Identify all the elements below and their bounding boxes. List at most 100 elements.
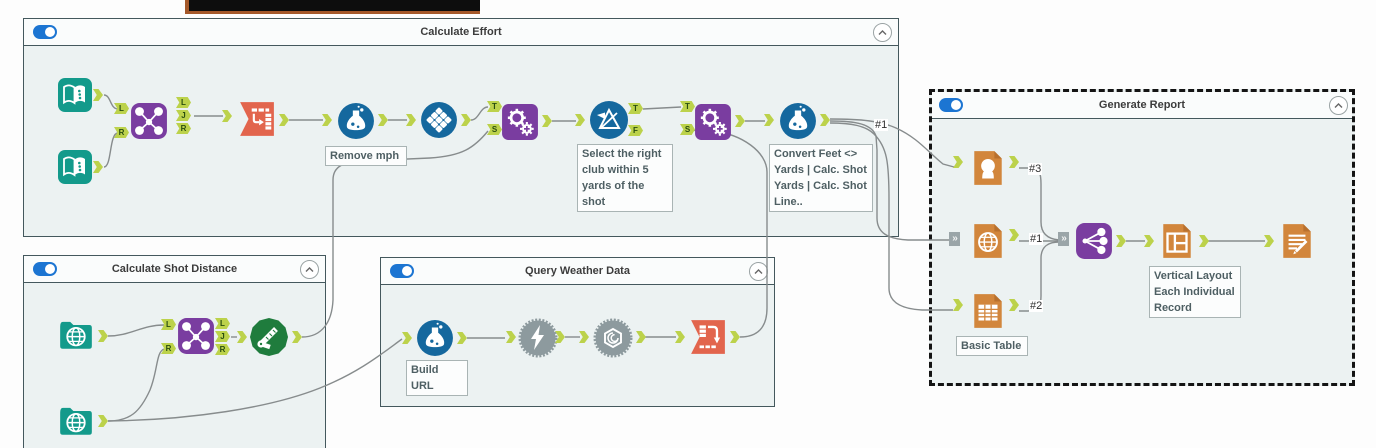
output-anchor[interactable] <box>461 114 471 126</box>
output-anchor-J[interactable]: J <box>215 331 230 342</box>
output-anchor[interactable] <box>636 331 646 343</box>
output-anchor[interactable] <box>457 332 467 344</box>
container-header[interactable]: Generate Report <box>932 92 1352 119</box>
formula-tool-build-url[interactable] <box>416 319 454 357</box>
folder-input-tool-2[interactable] <box>57 401 95 439</box>
macro-tool-2[interactable] <box>694 103 732 141</box>
join-tool-2[interactable] <box>177 317 215 355</box>
filter-tool[interactable] <box>589 100 629 140</box>
enable-toggle[interactable] <box>390 264 414 278</box>
output-anchor[interactable] <box>93 89 103 101</box>
output-anchor[interactable] <box>292 331 302 343</box>
collapse-button[interactable] <box>749 262 768 281</box>
parser-macro-tool[interactable] <box>593 318 633 358</box>
output-anchor[interactable] <box>1116 235 1126 247</box>
input-anchor-L[interactable]: L <box>114 103 129 114</box>
layout-tool[interactable] <box>1158 222 1196 260</box>
input-anchor[interactable] <box>1264 235 1274 247</box>
input-anchor[interactable] <box>575 114 585 126</box>
annotation-remove-mph[interactable]: Remove mph <box>325 146 407 166</box>
output-anchor[interactable] <box>730 331 740 343</box>
container-header[interactable]: Query Weather Data <box>381 258 774 285</box>
annotation-select-club[interactable]: Select the right club within 5 yards of … <box>577 144 673 212</box>
collapse-button[interactable] <box>873 23 892 42</box>
container-title: Calculate Effort <box>420 26 502 38</box>
basic-table-tool[interactable] <box>969 292 1007 330</box>
output-anchor-F[interactable]: F <box>628 125 643 136</box>
multi-input-anchor[interactable]: » <box>949 232 960 246</box>
input-anchor[interactable] <box>953 156 963 168</box>
input-anchor-R[interactable]: R <box>114 127 129 138</box>
input-anchor-R[interactable]: R <box>161 343 176 354</box>
input-anchor[interactable] <box>506 331 516 343</box>
select-tool[interactable] <box>420 101 458 139</box>
input-anchor[interactable] <box>953 299 963 311</box>
output-anchor-T[interactable]: T <box>628 103 643 114</box>
input-anchor[interactable] <box>1144 235 1154 247</box>
formula-tool-convert[interactable] <box>779 102 817 140</box>
output-anchor-L[interactable]: L <box>176 97 191 108</box>
input-data-tool-2[interactable] <box>57 149 95 187</box>
input-anchor-S[interactable]: S <box>487 124 502 135</box>
enable-toggle[interactable] <box>33 262 57 276</box>
report-text-tool[interactable] <box>969 149 1007 187</box>
input-anchor-L[interactable]: L <box>161 319 176 330</box>
download-macro-tool[interactable] <box>518 318 558 358</box>
input-anchor[interactable] <box>237 331 247 343</box>
annotation-convert-feet[interactable]: Convert Feet <> Yards | Calc. Shot Yards… <box>769 144 873 212</box>
output-anchor-L[interactable]: L <box>215 318 230 329</box>
distance-tool[interactable] <box>249 317 289 357</box>
output-anchor[interactable] <box>1009 229 1019 241</box>
input-anchor[interactable] <box>406 114 416 126</box>
output-anchor[interactable] <box>98 415 108 427</box>
output-anchor[interactable] <box>555 331 565 343</box>
transpose-icon <box>240 102 274 136</box>
output-anchor[interactable] <box>93 161 103 173</box>
output-anchor[interactable] <box>1199 235 1209 247</box>
output-anchor[interactable] <box>735 115 745 127</box>
enable-toggle[interactable] <box>939 98 963 112</box>
output-anchor-J[interactable]: J <box>176 110 191 121</box>
transpose-tool[interactable] <box>238 100 276 138</box>
annotation-build-url[interactable]: Build URL <box>406 360 468 396</box>
input-anchor[interactable] <box>402 332 412 344</box>
output-anchor[interactable] <box>1009 299 1019 311</box>
output-anchor[interactable] <box>378 114 388 126</box>
container-header[interactable]: Calculate Shot Distance <box>24 256 325 283</box>
container-header[interactable]: Calculate Effort <box>24 19 898 46</box>
join-tool[interactable] <box>130 102 168 140</box>
render-tool[interactable] <box>1278 222 1316 260</box>
collapse-button[interactable] <box>1329 96 1348 115</box>
arrange-tool[interactable] <box>689 318 727 356</box>
person-doc-icon <box>974 151 1002 185</box>
input-anchor-T[interactable]: T <box>680 101 695 112</box>
container-title: Generate Report <box>1098 99 1186 111</box>
enable-toggle[interactable] <box>33 25 57 39</box>
output-anchor-R[interactable]: R <box>176 123 191 134</box>
output-anchor[interactable] <box>542 115 552 127</box>
input-anchor[interactable] <box>579 331 589 343</box>
input-anchor[interactable] <box>322 114 332 126</box>
macro-tool-1[interactable] <box>501 103 539 141</box>
output-anchor-R[interactable]: R <box>215 344 230 355</box>
input-anchor[interactable] <box>764 114 774 126</box>
input-anchor-T[interactable]: T <box>487 101 502 112</box>
folder-globe-icon <box>60 407 92 435</box>
collapse-button[interactable] <box>300 260 319 279</box>
join-multiple-tool[interactable] <box>1075 222 1113 260</box>
folder-input-tool-1[interactable] <box>57 315 95 353</box>
input-anchor[interactable] <box>675 331 685 343</box>
annotation-basic-table[interactable]: Basic Table <box>956 336 1028 356</box>
annotation-vertical-layout[interactable]: Vertical Layout Each Individual Record <box>1149 266 1241 318</box>
output-anchor[interactable] <box>820 114 830 126</box>
input-anchor-S[interactable]: S <box>680 124 695 135</box>
input-anchor[interactable] <box>222 110 232 122</box>
multi-input-anchor[interactable]: » <box>1058 232 1069 246</box>
output-anchor[interactable] <box>279 114 289 126</box>
output-anchor[interactable] <box>1009 156 1019 168</box>
formula-tool-remove-mph[interactable] <box>337 102 375 140</box>
input-data-tool-1[interactable] <box>57 77 95 115</box>
report-map-tool[interactable] <box>969 222 1007 260</box>
output-anchor[interactable] <box>98 330 108 342</box>
